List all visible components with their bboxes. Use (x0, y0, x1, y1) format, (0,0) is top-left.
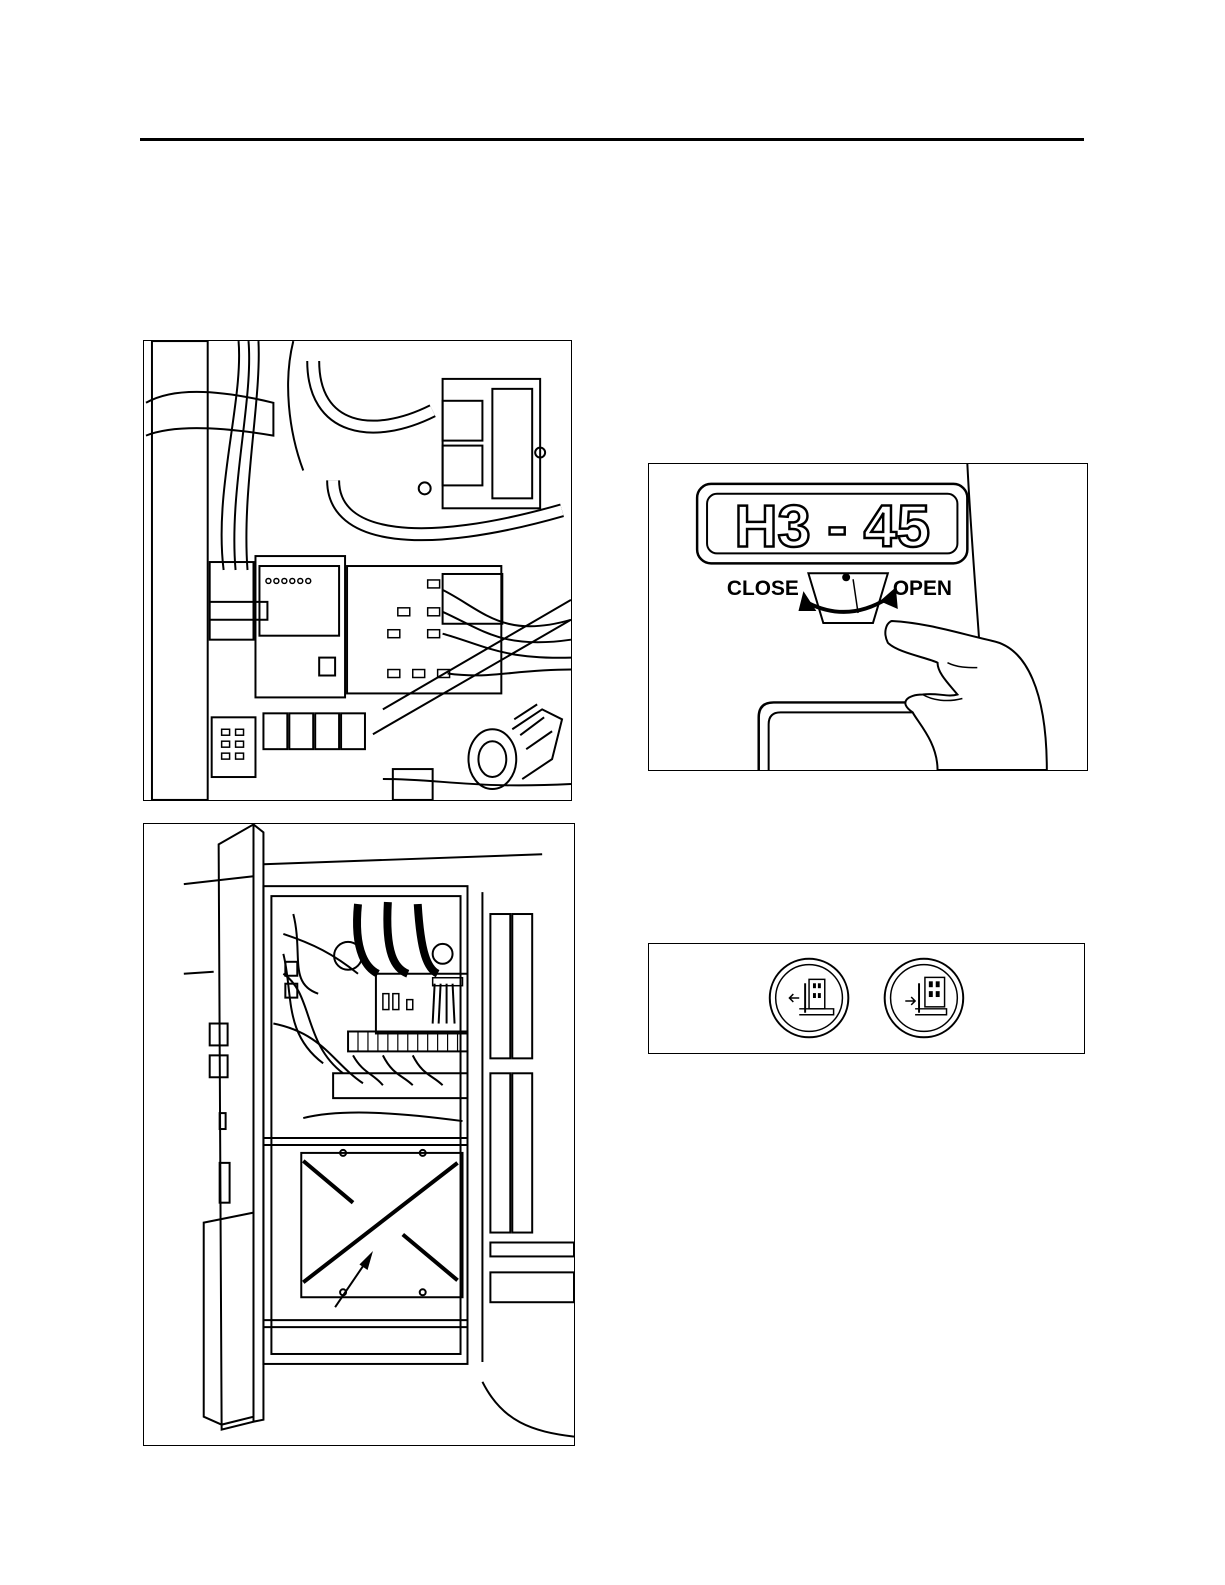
header-rule (140, 138, 1084, 141)
close-label: CLOSE (727, 577, 799, 600)
door-close-button-icon (770, 959, 849, 1038)
wiring-harness-icon (144, 341, 571, 800)
selector-switch-icon: H3 - 45 CLOSE OPEN (649, 464, 1087, 770)
cabinet-door-figure (143, 823, 575, 1446)
wiring-panel-figure (143, 340, 572, 801)
door-open-button-icon (885, 959, 964, 1038)
open-label: OPEN (893, 577, 952, 600)
selector-switch-figure: H3 - 45 CLOSE OPEN (648, 463, 1088, 771)
model-label: H3 - 45 (734, 492, 929, 559)
door-buttons-figure (648, 943, 1085, 1054)
cabinet-door-icon (144, 824, 574, 1445)
